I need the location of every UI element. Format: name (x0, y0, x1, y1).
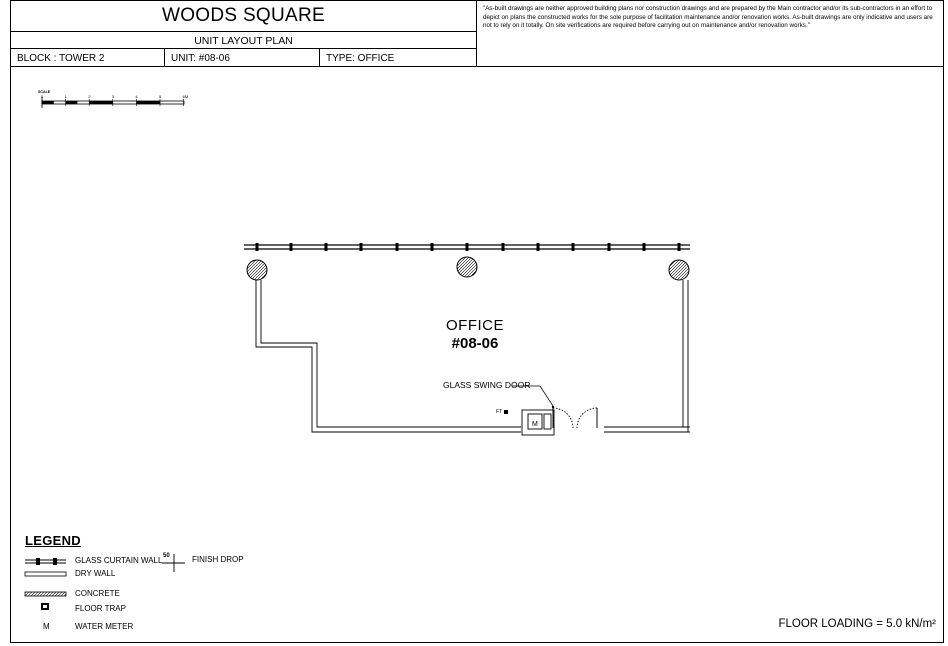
structural-columns (246, 256, 690, 281)
unit-field: UNIT: #08-06 (164, 49, 319, 67)
scale-tick-label: 0 (41, 94, 44, 99)
scale-tick-label: 6M (183, 94, 189, 99)
scale-label: SCALE (38, 90, 51, 94)
curtain-wall-mullion (536, 243, 540, 251)
floor-loading-note: FLOOR LOADING = 5.0 kN/m² (778, 618, 936, 630)
room-unit-number: #08-06 (451, 335, 499, 352)
scale-bar: SCALE 0 1 2 3 4 5 6M (38, 90, 188, 108)
drawing-sheet: WOODS SQUARE UNIT LAYOUT PLAN BLOCK : TO… (10, 0, 944, 643)
room-label: OFFICE #08-06 (380, 317, 570, 352)
type-field: TYPE: OFFICE (319, 49, 476, 67)
drawing-subtitle: UNIT LAYOUT PLAN (11, 31, 476, 49)
door-leader-line (512, 385, 555, 409)
curtain-wall-mullion (395, 243, 399, 251)
unit-info-row: BLOCK : TOWER 2 UNIT: #08-06 TYPE: OFFIC… (11, 48, 476, 67)
title-block: WOODS SQUARE UNIT LAYOUT PLAN BLOCK : TO… (11, 1, 476, 67)
header-divider (11, 66, 943, 67)
block-field: BLOCK : TOWER 2 (17, 52, 105, 64)
legend-symbols (24, 554, 185, 610)
legend-glass-curtain-wall: GLASS CURTAIN WALL (75, 556, 163, 565)
curtain-wall-mullion (465, 243, 469, 251)
scale-tick-label: 4 (135, 94, 138, 99)
scale-tick-label: 2 (88, 94, 91, 99)
disclaimer-note: "As-built drawings are neither approved … (476, 1, 943, 66)
curtain-wall-mullion (571, 243, 575, 251)
svg-text:M: M (532, 421, 538, 428)
curtain-wall-mullion (607, 243, 611, 251)
curtain-wall-mullion (289, 243, 293, 251)
room-name: OFFICE (446, 317, 504, 334)
legend-concrete: CONCRETE (75, 589, 120, 598)
dry-walls (255, 280, 690, 436)
curtain-wall-mullion (677, 243, 681, 251)
project-title: WOODS SQUARE (161, 5, 325, 26)
scale-tick-label: 1 (65, 94, 68, 99)
finish-drop-value: 50 (163, 553, 170, 559)
glass-swing-door-label: GLASS SWING DOOR (443, 380, 531, 390)
legend-floor-trap: FLOOR TRAP (75, 604, 126, 613)
scale-tick-label: 5 (159, 94, 162, 99)
glass-curtain-wall (244, 243, 690, 251)
curtain-wall-mullion (324, 243, 328, 251)
scale-tick-label: 3 (112, 94, 115, 99)
curtain-wall-mullion (642, 243, 646, 251)
floor-trap-icon (504, 410, 508, 414)
curtain-wall-mullion (359, 243, 363, 251)
curtain-wall-mullion (501, 243, 505, 251)
legend-water-meter-symbol: M (43, 622, 50, 631)
plan-water-meter-tag: M (532, 421, 538, 428)
legend-water-meter: WATER METER (75, 622, 134, 631)
legend-title: LEGEND (25, 533, 81, 548)
curtain-wall-mullion (430, 243, 434, 251)
curtain-wall-mullion (255, 243, 259, 251)
legend-dry-wall: DRY WALL (75, 569, 116, 578)
floor-trap-tag: FT (496, 409, 503, 415)
legend-finish-drop: FINISH DROP (192, 555, 244, 564)
